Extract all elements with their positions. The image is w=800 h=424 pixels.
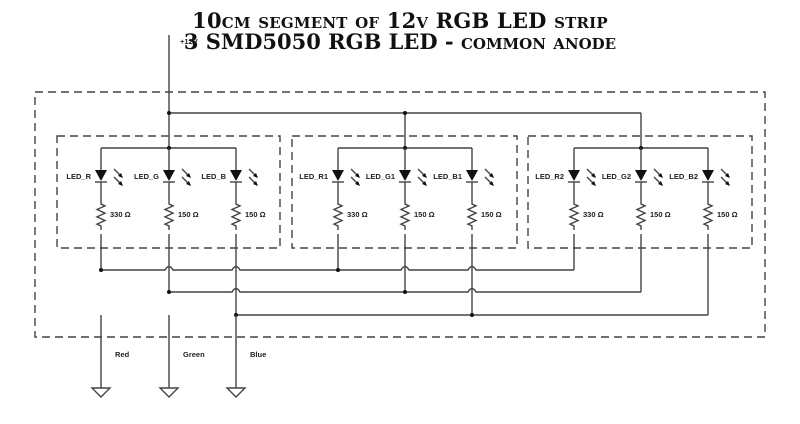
led-channel: LED_R 330 Ω: [66, 148, 131, 230]
ground-icon: [158, 387, 180, 398]
ground-icon: [225, 387, 247, 398]
light-arrow-head-icon: [658, 181, 663, 186]
green-bus: [169, 287, 641, 293]
resistor-icon: [95, 200, 107, 230]
light-arrow-head-icon: [253, 173, 258, 178]
led-label: LED_B2: [669, 172, 698, 181]
outer-strip-boundary: [34, 91, 766, 338]
title-line-2: 3 SMD5050 RGB LED - common anode: [183, 29, 617, 54]
resistor-icon: [163, 200, 175, 230]
junction-dot: [470, 313, 474, 317]
led-channel: LED_B2 150 Ω: [669, 148, 738, 230]
light-arrow-head-icon: [725, 181, 730, 186]
led-diode-icon: [230, 170, 242, 181]
led-channel: LED_G 150 Ω: [134, 148, 199, 230]
resistor-icon: [635, 200, 647, 230]
resistor-label: 330 Ω: [347, 210, 368, 219]
led-channel: LED_B 150 Ω: [201, 148, 266, 230]
light-arrow-head-icon: [355, 173, 360, 178]
light-arrow-head-icon: [658, 173, 663, 178]
led-diode-icon: [466, 170, 478, 181]
resistor-label: 330 Ω: [110, 210, 131, 219]
ground-icon: [90, 387, 112, 398]
light-arrow-head-icon: [118, 181, 123, 186]
light-arrow-head-icon: [118, 173, 123, 178]
light-arrow-head-icon: [591, 173, 596, 178]
resistor-icon: [568, 200, 580, 230]
led-diode-icon: [95, 170, 107, 181]
red-bus: [101, 265, 574, 271]
resistor-icon: [702, 200, 714, 230]
led-channel: LED_G2 150 Ω: [602, 148, 671, 230]
led-channel: LED_R1 330 Ω: [299, 148, 368, 230]
led-diode-icon: [568, 170, 580, 181]
resistor-label: 150 Ω: [245, 210, 266, 219]
light-arrow-head-icon: [253, 181, 258, 186]
led-channel: LED_B1 150 Ω: [433, 148, 502, 230]
light-arrow-head-icon: [489, 181, 494, 186]
output-label: Blue: [250, 350, 266, 359]
led-diode-icon: [163, 170, 175, 181]
led-label: LED_G2: [602, 172, 631, 181]
light-arrow-head-icon: [422, 181, 427, 186]
junction-dot: [167, 290, 171, 294]
light-arrow-head-icon: [355, 181, 360, 186]
led-label: LED_B: [201, 172, 226, 181]
resistor-icon: [230, 200, 242, 230]
resistor-label: 150 Ω: [178, 210, 199, 219]
led-channel: LED_G1 150 Ω: [366, 148, 435, 230]
light-arrow-head-icon: [186, 173, 191, 178]
led-label: LED_G1: [366, 172, 395, 181]
resistor-icon: [466, 200, 478, 230]
led-channel: LED_R2 330 Ω: [535, 148, 604, 230]
led-diode-icon: [702, 170, 714, 181]
led-diode-icon: [332, 170, 344, 181]
led-label: LED_B1: [433, 172, 462, 181]
led-diode-icon: [399, 170, 411, 181]
resistor-label: 330 Ω: [583, 210, 604, 219]
title-line-1: 10cm segment of 12v RGB LED strip: [192, 8, 608, 33]
light-arrow-head-icon: [489, 173, 494, 178]
light-arrow-head-icon: [422, 173, 427, 178]
output-label: Red: [115, 350, 130, 359]
light-arrow-head-icon: [591, 181, 596, 186]
junction-dot: [403, 290, 407, 294]
led-diode-icon: [635, 170, 647, 181]
resistor-label: 150 Ω: [414, 210, 435, 219]
resistor-label: 150 Ω: [717, 210, 738, 219]
led-label: LED_R: [66, 172, 91, 181]
led-package-boundary-3: [527, 135, 753, 249]
resistor-label: 150 Ω: [481, 210, 502, 219]
resistor-label: 150 Ω: [650, 210, 671, 219]
output-label: Green: [183, 350, 205, 359]
junction-dot: [336, 268, 340, 272]
light-arrow-head-icon: [725, 173, 730, 178]
junction-dot: [99, 268, 103, 272]
junction-dot: [167, 111, 171, 115]
light-arrow-head-icon: [186, 181, 191, 186]
led-label: LED_R1: [299, 172, 328, 181]
resistor-icon: [399, 200, 411, 230]
resistor-icon: [332, 200, 344, 230]
supply-label: +12V: [180, 37, 198, 46]
junction-dot: [403, 111, 407, 115]
led-label: LED_R2: [535, 172, 564, 181]
led-label: LED_G: [134, 172, 159, 181]
